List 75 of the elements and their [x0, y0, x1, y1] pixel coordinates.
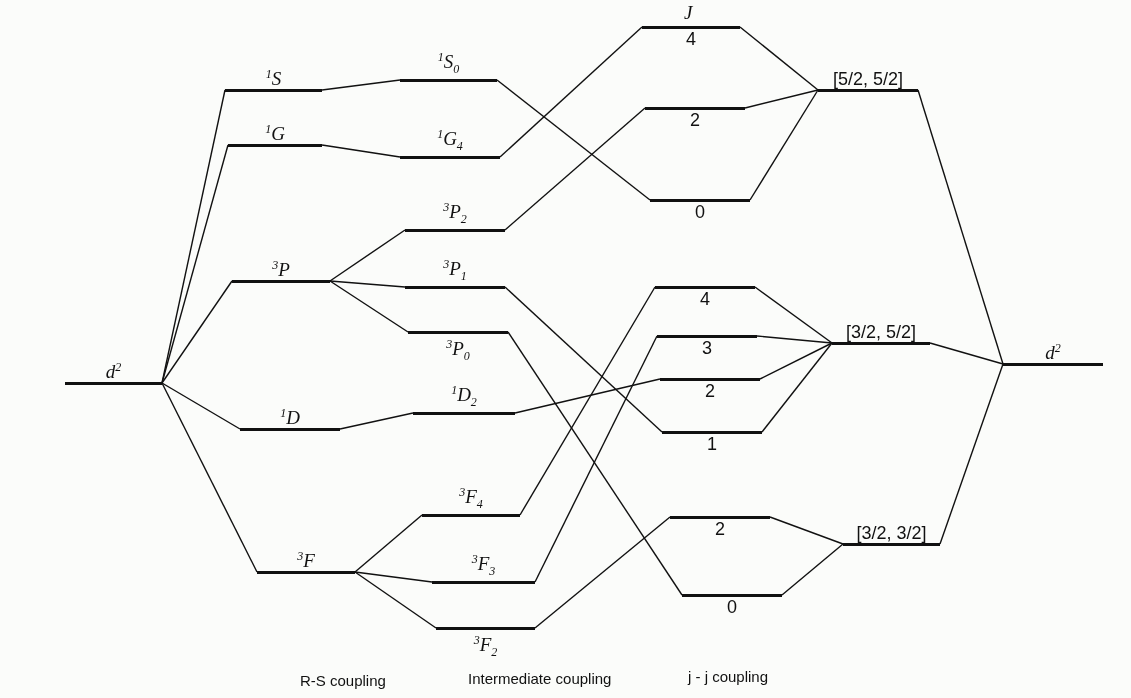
energy-level — [408, 331, 508, 361]
level-value: 4 — [700, 289, 710, 309]
level-value: 2 — [715, 519, 725, 539]
level-value: 4 — [686, 29, 696, 49]
term-symbol: $^{3}$F$_{4}$ — [459, 483, 483, 513]
correlation-line — [496, 79, 651, 201]
correlation-line — [507, 331, 683, 596]
level-value: [5/2, 5/2] — [832, 69, 904, 89]
column-caption: j - j coupling — [688, 668, 769, 685]
correlation-line — [499, 26, 643, 158]
energy-level — [413, 385, 515, 415]
term-symbol: $^{1}$D — [280, 404, 300, 428]
level-value: 0 — [695, 202, 705, 222]
term-symbol: $^{3}$F$_{2}$ — [473, 632, 498, 662]
correlation-line — [759, 342, 833, 380]
correlation-line — [504, 107, 646, 231]
energy-level — [422, 487, 520, 517]
correlation-line — [754, 286, 833, 344]
level-value: [3/2, 5/2] — [845, 322, 917, 342]
term-symbol: $^{1}$D$_{2}$ — [451, 381, 477, 411]
correlation-line — [329, 229, 406, 282]
correlation-line — [929, 342, 1004, 365]
correlation-line — [739, 26, 819, 91]
term-symbol: $^{1}$G — [265, 120, 285, 144]
energy-level — [436, 627, 535, 657]
correlation-line — [321, 144, 401, 158]
correlation-line — [504, 286, 663, 433]
term-symbol: $^{3}$P$_{1}$ — [443, 255, 467, 285]
level-value: 0 — [727, 597, 737, 617]
correlation-line — [744, 89, 819, 109]
correlation-line — [321, 79, 401, 91]
correlation-line — [917, 89, 1004, 365]
correlation-line — [161, 280, 233, 384]
term-symbol: d$^{2}$ — [105, 358, 122, 382]
correlation-line — [329, 280, 406, 288]
column-caption: R-S coupling — [300, 672, 386, 689]
energy-level — [400, 52, 497, 82]
column-caption: Intermediate coupling — [468, 670, 612, 687]
energy-level — [405, 202, 505, 232]
correlation-line — [514, 378, 661, 414]
term-symbol: $^{1}$G$_{4}$ — [437, 125, 463, 155]
level-value: 2 — [690, 110, 700, 130]
term-symbol: $^{3}$P — [272, 256, 290, 280]
correlation-line — [756, 335, 833, 344]
correlation-line — [329, 280, 409, 333]
correlation-line — [161, 382, 258, 573]
correlation-line — [354, 571, 437, 629]
correlation-line — [519, 286, 656, 516]
energy-level — [432, 554, 535, 584]
term-symbol: $^{1}$S$_{0}$ — [437, 48, 460, 78]
term-symbol: $^{3}$P$_{2}$ — [443, 198, 467, 228]
correlation-line — [781, 543, 844, 596]
term-symbol: $^{1}$S — [265, 65, 282, 89]
energy-level — [405, 259, 505, 289]
correlation-line — [161, 382, 241, 430]
term-symbol: d$^{2}$ — [1045, 339, 1061, 363]
correlation-line — [769, 516, 844, 545]
correlation-line — [339, 412, 414, 430]
level-value: 2 — [705, 381, 715, 401]
axis-heading: J — [684, 2, 693, 24]
correlation-line — [161, 144, 229, 384]
correlation-line — [534, 516, 671, 629]
correlation-line — [354, 571, 433, 583]
correlation-line — [749, 89, 819, 201]
energy-level — [400, 129, 500, 159]
level-value: [3/2, 3/2] — [856, 523, 927, 543]
term-symbol: $^{3}$F — [297, 547, 315, 571]
correlation-line — [761, 342, 833, 433]
level-value: 3 — [702, 338, 712, 358]
level-value: 1 — [707, 434, 717, 454]
correlation-line — [534, 335, 658, 583]
term-symbol: $^{3}$F$_{3}$ — [471, 550, 496, 580]
correlation-line — [354, 514, 423, 573]
term-symbol: $^{3}$P$_{0}$ — [446, 336, 470, 366]
correlation-line — [939, 363, 1004, 545]
